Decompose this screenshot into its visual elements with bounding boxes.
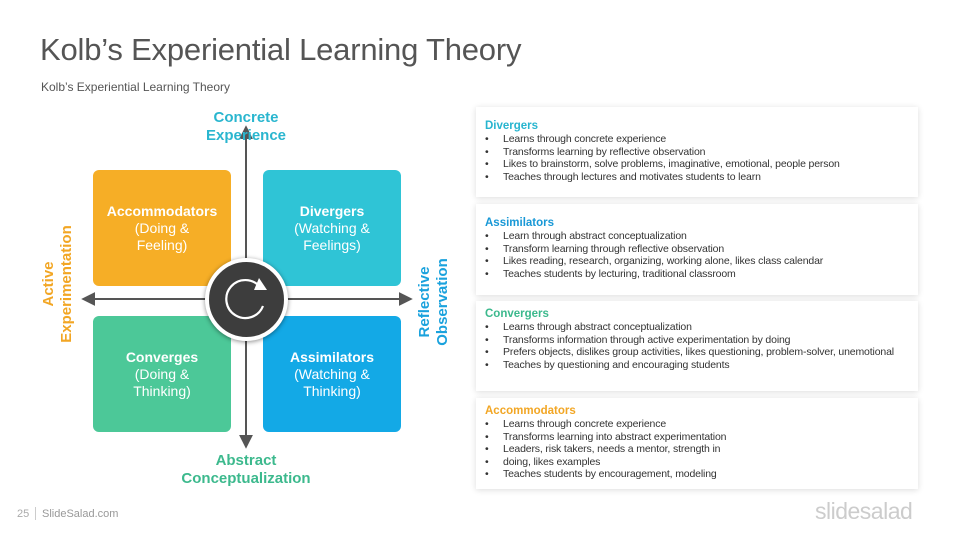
list-item: Likes to brainstorm, solve problems, ima… xyxy=(485,158,908,171)
slide-subtitle: Kolb’s Experiential Learning Theory xyxy=(41,80,231,94)
list-item: Transforms information through active ex… xyxy=(485,334,908,347)
list-item: Learns through concrete experience xyxy=(485,133,908,146)
card-accommodators: Accommodators Learns through concrete ex… xyxy=(476,398,918,489)
list-item: Likes reading, research, organizing, wor… xyxy=(485,255,908,268)
quadrant-converges: Converges (Doing & Thinking) xyxy=(93,316,231,432)
card-divergers: Divergers Learns through concrete experi… xyxy=(476,107,918,197)
list-item: Transforms learning by reflective observ… xyxy=(485,146,908,159)
cycle-arrow-icon xyxy=(225,278,267,320)
card-title: Accommodators xyxy=(485,405,576,417)
list-item: Transforms learning into abstract experi… xyxy=(485,431,908,444)
card-title: Convergers xyxy=(485,308,549,320)
footer-divider xyxy=(35,507,36,520)
card-convergers: Convergers Learns through abstract conce… xyxy=(476,301,918,391)
list-item: Teaches students by encouragement, model… xyxy=(485,468,908,481)
quadrant-divergers: Divergers (Watching & Feelings) xyxy=(263,170,401,286)
slide-title: Kolb’s Experiential Learning Theory xyxy=(40,32,522,67)
footer-site-link[interactable]: SlideSalad.com xyxy=(42,508,119,520)
list-item: Transform learning through reflective ob… xyxy=(485,243,908,256)
card-title: Divergers xyxy=(485,120,539,132)
quadrant-accommodators: Accommodators (Doing & Feeling) xyxy=(93,170,231,286)
list-item: Learns through concrete experience xyxy=(485,418,908,431)
list-item: Prefers objects, dislikes group activiti… xyxy=(485,346,908,359)
card-list: Learns through abstract conceptualizatio… xyxy=(485,321,908,371)
slidesalad-logo: slidesalad xyxy=(815,498,913,524)
list-item: Leaders, risk takers, needs a mentor, st… xyxy=(485,443,908,456)
axis-label-active-experimentation: Active Experimentation xyxy=(40,225,75,343)
card-list: Learn through abstract conceptualization… xyxy=(485,230,908,280)
axis-label-abstract-conceptualization: Abstract Conceptualization xyxy=(181,452,311,487)
card-title: Assimilators xyxy=(485,217,555,229)
list-item: Teaches by questioning and encouraging s… xyxy=(485,359,908,372)
card-assimilators: Assimilators Learn through abstract conc… xyxy=(476,204,918,295)
list-item: Learns through abstract conceptualizatio… xyxy=(485,321,908,334)
axis-label-concrete-experience: Concrete Experience xyxy=(205,109,287,144)
list-item: Learn through abstract conceptualization xyxy=(485,230,908,243)
card-list: Learns through concrete experience Trans… xyxy=(485,418,908,481)
list-item: Teaches students by lecturing, tradition… xyxy=(485,268,908,281)
axis-label-reflective-observation: Reflective Observation xyxy=(416,258,451,346)
list-item: Teaches through lectures and motivates s… xyxy=(485,171,908,184)
card-list: Learns through concrete experience Trans… xyxy=(485,133,908,183)
center-cycle xyxy=(205,258,288,341)
page-number: 25 xyxy=(17,508,30,520)
quadrant-assimilators: Assimilators (Watching & Thinking) xyxy=(263,316,401,432)
list-item: doing, likes examples xyxy=(485,456,908,469)
